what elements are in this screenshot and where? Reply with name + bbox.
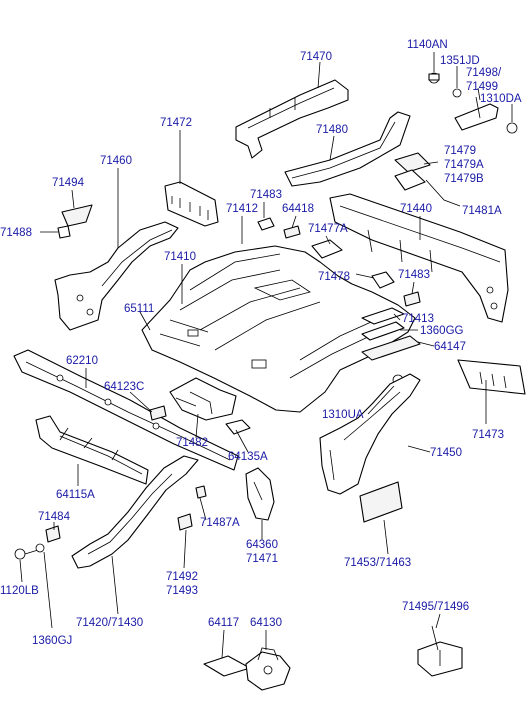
part-64360 [245,467,275,521]
part-64418 [283,225,301,239]
part-71478 [371,271,395,289]
label-71473: 71473 [472,429,504,441]
label-71410: 71410 [164,251,196,263]
part-71492 [177,513,193,531]
part-71453 [359,481,403,523]
label-71481A: 71481A [462,205,502,217]
part-71483-bracket [403,291,421,307]
label-71477A: 71477A [308,223,348,235]
label-71413: 71413 [402,313,434,325]
part-64135A [225,419,251,435]
label-64123C: 64123C [104,381,144,393]
label-71450: 71450 [430,447,462,459]
label-71482: 71482 [176,437,208,449]
part-1360GG [361,321,405,341]
label-71420: 71420/71430 [76,617,143,629]
callout-labels: 1140AN 1351JD 71498/71499 1310DA 71470 7… [0,39,522,647]
label-71460: 71460 [100,155,132,167]
label-71498: 71498/71499 [466,67,502,93]
part-71498 [428,72,518,134]
label-1310DA: 1310DA [480,93,522,105]
part-71472 [164,181,219,227]
part-64130 [245,647,291,691]
part-71488 [57,225,71,239]
part-71479 [394,152,431,191]
label-71478: 71478 [318,271,350,283]
label-1351JD: 1351JD [440,55,480,67]
part-71440 [329,193,509,323]
part-71477A [311,239,343,259]
part-71410 [141,245,416,413]
label-71495: 71495/71496 [402,601,469,613]
label-71412: 71412 [226,203,258,215]
part-71494 [61,204,93,227]
part-64147 [361,335,421,361]
label-71440: 71440 [400,203,432,215]
part-71460 [54,221,179,331]
part-64123C [149,405,167,421]
part-71495 [417,625,463,677]
label-64117: 64117 [208,617,239,629]
label-71453: 71453/71463 [344,557,411,569]
part-71487A [195,485,207,499]
part-71482 [169,377,237,421]
part-71484 [45,525,61,543]
part-64117 [203,655,251,677]
label-1360GJ: 1360GJ [32,635,72,647]
label-64115A: 64115A [56,489,95,501]
part-71483-plate [257,217,275,231]
part-71420 [71,455,199,569]
part-71473 [457,359,526,395]
part-71470 [235,79,349,159]
label-71494: 71494 [52,177,85,189]
label-1140AN: 1140AN [407,39,448,51]
label-71483-right: 71483 [398,269,430,281]
label-62210: 62210 [66,355,98,367]
label-65111: 65111 [124,303,154,315]
part-1360GJ [35,543,45,553]
part-64115A [35,415,149,485]
part-62210 [13,349,239,471]
part-1120LB [14,548,39,560]
label-71484: 71484 [38,511,71,523]
label-64135A: 64135A [228,451,268,463]
label-1120LB: 1120LB [0,585,39,597]
label-64130: 64130 [250,617,282,629]
part-71450 [319,373,421,495]
label-1360GG: 1360GG [420,325,464,337]
label-64147: 64147 [434,341,466,353]
label-71470: 71470 [300,51,332,63]
label-64418: 64418 [282,203,314,215]
label-71487A: 71487A [200,517,240,529]
label-1310UA: 1310UA [322,409,364,421]
label-71488: 71488 [0,227,32,239]
label-71472: 71472 [160,117,192,129]
leader-lines [19,52,513,659]
part-71480 [284,111,411,187]
label-71483-top: 71483 [250,189,282,201]
label-71480: 71480 [316,124,348,136]
part-71413 [361,307,405,325]
